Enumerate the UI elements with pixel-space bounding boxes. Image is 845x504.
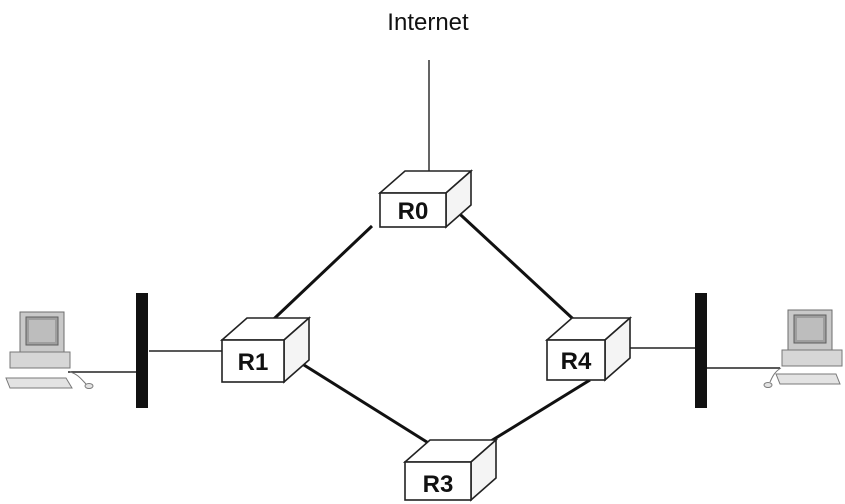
router-r3-label: R3 [423,471,454,498]
router-r0-label: R0 [398,198,429,225]
left-computer-mouse [84,383,94,389]
right-computer [763,309,843,388]
router-r1: R1 [219,316,312,384]
right-computer-base [781,349,843,367]
router-r1-label: R1 [238,349,269,376]
left-computer [5,311,94,389]
left-computer-keyboard [5,377,73,389]
desktop-computer-icon [5,311,94,389]
router-r1-front [221,339,285,383]
router-r4: R4 [544,316,633,382]
router-r0: R0 [377,169,474,229]
router-r4-front [546,339,606,381]
router-r0-front [379,192,447,228]
right-computer-screen-glare [797,318,823,340]
right-computer-mouse [763,382,773,388]
left-lan-segment [136,293,148,408]
right-lan-segment [695,293,707,408]
router-r3-front [404,461,472,501]
right-computer-keyboard [775,373,841,385]
left-computer-base [9,351,71,369]
link-r0-r4 [448,203,587,332]
link-r1-r3 [295,358,447,456]
left-computer-screen-glare [29,320,55,342]
desktop-computer-icon [763,309,843,388]
left-computer-mouse-cable [69,371,87,385]
internet-label: Internet [387,9,469,36]
router-r3: R3 [402,438,499,502]
router-r4-label: R4 [561,348,592,375]
right-computer-mouse-cable [769,367,782,383]
link-r0-r1 [257,224,374,335]
